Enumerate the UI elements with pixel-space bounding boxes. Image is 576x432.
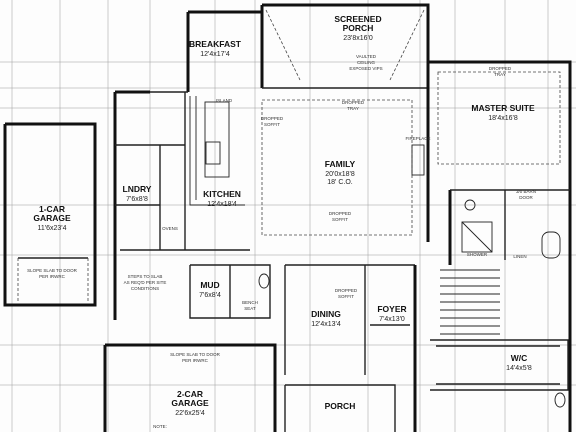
slope-note-garage1-2: PER IRWRC [39,274,65,279]
island-note: ISLAND [216,98,233,103]
foyer-name: FOYER [377,304,406,314]
slope-note-garage1: SLOPE SLAB TO DOOR [27,268,78,273]
mud-dim: 7'6x8'4 [199,292,221,299]
wic-dim: 14'4x5'8 [506,365,532,372]
breakfast-dim: 12'4x17'4 [200,51,230,58]
dropped-master-note: DROPPED [489,66,512,71]
garage2-name: 2-CAR [177,389,203,399]
porch-name: PORCH [325,401,356,411]
dining-name: DINING [311,309,341,319]
kitchen-name: KITCHEN [203,189,241,199]
room-labels: SCREENED PORCH 23'8x16'0 BREAKFAST 12'4x… [33,14,535,417]
garage2-name-2: GARAGE [171,398,209,408]
annotations: VAULTED CEILING EXPOSED VIPS DROPPED TRA… [27,54,536,429]
dining-dim: 12'4x13'4 [311,321,341,328]
bench-note-2: SEAT [244,306,256,311]
garage1-dim: 11'6x23'4 [37,225,66,232]
screened-porch-dim: 23'8x16'0 [343,35,373,42]
shower-note: SHOWER [467,252,488,257]
master-dim: 18'4x16'8 [488,115,518,122]
stairs [440,269,500,335]
wic-name: W/C [511,353,528,363]
slope-note-garage2: SLOPE SLAB TO DOOR [170,352,221,357]
dropped-soffit-family: DROPPED [329,211,352,216]
barn-door-note-2: DOOR [519,195,533,200]
note-label: NOTE: [153,424,167,429]
barn-door-note: 3/0 BARN [516,189,536,194]
fireplace-note: FIREPLACE [405,136,430,141]
breakfast-name: BREAKFAST [189,39,242,49]
garage1-name: 1-CAR [39,204,65,214]
family-dim-2: 18' C.O. [327,179,353,186]
dropped-family-note-2: TRAY [347,106,359,111]
bench-note: BENCH [242,300,258,305]
laundry-name: LNDRY [123,184,152,194]
ovens-note: OVENS [162,226,178,231]
laundry-dim: 7'6x8'8 [126,196,148,203]
garage2-dim: 22'6x25'4 [175,410,205,417]
steps-note-2: AS REQ'D PER SITE [124,280,167,285]
vaulted-note-3: EXPOSED VIPS [349,66,382,71]
screened-porch-name: SCREENED [334,14,381,24]
dropped-master-note-2: TRAY [494,72,506,77]
linen-note: LINEN [513,254,526,259]
vaulted-note: VAULTED [356,54,377,59]
steps-note: STEPS TO SLAB [128,274,163,279]
foyer-dim: 7'4x13'0 [379,316,405,323]
dropped-soffit-kitchen: DROPPED [261,116,284,121]
kitchen-dim: 12'4x18'4 [207,201,237,208]
family-name: FAMILY [325,159,356,169]
dropped-soffit-kitchen-2: SOFFIT [264,122,280,127]
garage1-name-2: GARAGE [33,213,71,223]
walls [3,3,572,432]
family-dim: 20'0x18'8 [325,171,355,178]
dropped-family-note: DROPPED [342,100,365,105]
vaulted-note-2: CEILING [357,60,376,65]
slope-note-garage2-2: PER IRWRC [182,358,208,363]
master-name: MASTER SUITE [471,103,535,113]
dropped-soffit-family-2: SOFFIT [332,217,348,222]
steps-note-3: CONDITIONS [131,286,159,291]
screened-porch-name-2: PORCH [343,23,374,33]
dropped-soffit-dining: DROPPED [335,288,358,293]
dropped-soffit-dining-2: SOFFIT [338,294,354,299]
mud-name: MUD [200,280,219,290]
